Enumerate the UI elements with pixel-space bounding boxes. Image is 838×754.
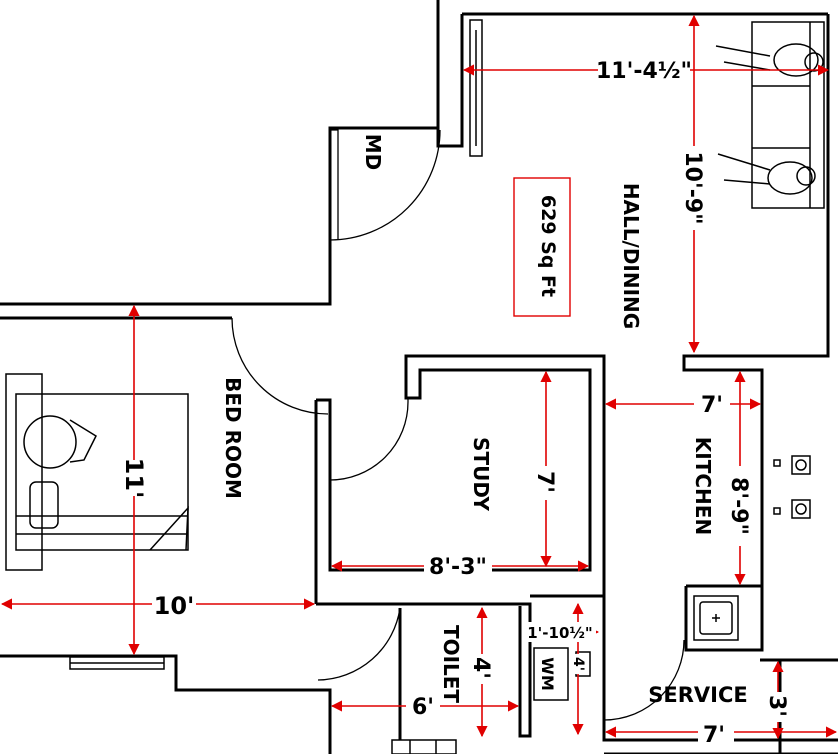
dim-study-length: 7': [532, 471, 557, 493]
dim-wm-length: 4': [570, 657, 586, 671]
room-label-wm: WM: [538, 657, 557, 691]
dim-hall-width: 11'-4½": [596, 59, 692, 84]
room-label-study: STUDY: [469, 437, 493, 511]
area-box: [513, 177, 571, 317]
dim-service-length: 3': [764, 695, 789, 717]
dim-toilet-width: 6': [412, 695, 434, 720]
sink-icon: [693, 595, 739, 641]
doors: [231, 129, 685, 721]
room-label-kitchen: KITCHEN: [691, 437, 715, 535]
dim-wm-width: 1'-10½": [527, 624, 592, 642]
dim-study-width: 8'-3": [429, 555, 487, 580]
area-label: 629 Sq Ft: [537, 195, 559, 297]
dimension-labels: 11'-4½" 10'-9" 7' 8'-9" 8'-3" 7' 11' 10'…: [120, 56, 790, 748]
dim-kitchen-width: 7': [701, 393, 723, 418]
room-label-hall: HALL/DINING: [619, 183, 643, 329]
windows: [69, 656, 457, 754]
person-icon: [717, 153, 816, 195]
stove-icon: [773, 455, 811, 519]
furniture: [5, 19, 825, 641]
room-label-service: SERVICE: [648, 683, 747, 707]
dim-kitchen-length: 8'-9": [726, 477, 751, 535]
dim-toilet-length: 4': [468, 657, 493, 679]
room-label-toilet: TOILET: [439, 625, 463, 703]
dim-hall-length: 10'-9": [680, 151, 705, 224]
dim-bedroom-width: 10': [154, 592, 195, 620]
room-label-main-door: MD: [361, 134, 385, 171]
person-icon: [715, 43, 824, 77]
room-labels: HALL/DINING BED ROOM STUDY KITCHEN TOILE…: [221, 134, 748, 707]
dim-bedroom-length: 11': [120, 458, 148, 499]
room-label-bedroom: BED ROOM: [221, 377, 245, 499]
dim-service-width: 7': [703, 723, 725, 748]
